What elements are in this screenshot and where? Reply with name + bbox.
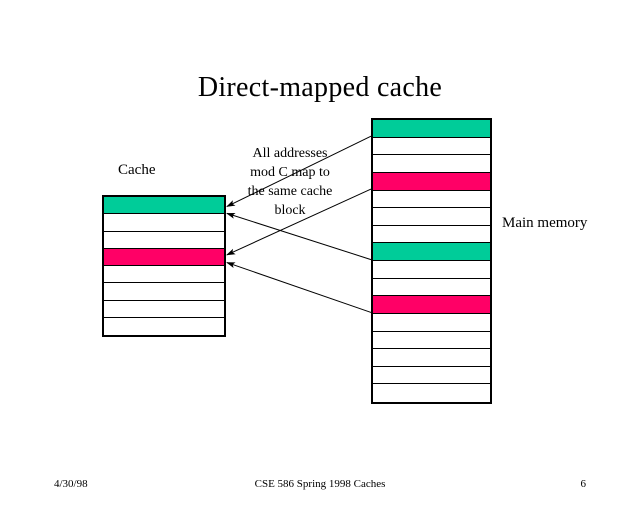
memory-block bbox=[373, 225, 490, 244]
memory-block bbox=[373, 278, 490, 297]
mapping-annotation-text: All addresses mod C map to the same cache b… bbox=[236, 144, 344, 220]
footer-date: 4/30/98 bbox=[54, 478, 88, 490]
memory-block bbox=[373, 208, 490, 226]
memory-block bbox=[373, 190, 490, 209]
memory-block bbox=[373, 243, 490, 261]
memory-block bbox=[373, 120, 490, 138]
annotation-line: All addresses bbox=[252, 146, 328, 161]
memory-block bbox=[104, 300, 224, 318]
memory-block bbox=[104, 231, 224, 249]
memory-block bbox=[373, 313, 490, 332]
cache-label: Cache bbox=[118, 162, 156, 178]
slide-footer: 4/30/98 CSE 586 Spring 1998 Caches 6 bbox=[0, 478, 640, 498]
cache-block-column bbox=[102, 195, 226, 337]
mapping-arrow bbox=[226, 212, 372, 261]
footer-course-title: CSE 586 Spring 1998 Caches bbox=[254, 478, 386, 490]
main-memory-label: Main memory bbox=[502, 215, 588, 231]
mapping-arrow bbox=[226, 262, 372, 313]
memory-block bbox=[373, 366, 490, 385]
footer-page-number: 6 bbox=[580, 478, 587, 490]
memory-block bbox=[373, 349, 490, 367]
memory-block bbox=[373, 296, 490, 314]
memory-block bbox=[104, 283, 224, 301]
annotation-line: block bbox=[274, 203, 306, 218]
main-memory-block-column bbox=[371, 118, 492, 404]
annotation-line: mod C map to bbox=[250, 165, 330, 180]
memory-block bbox=[373, 155, 490, 173]
memory-block bbox=[104, 197, 224, 215]
memory-block bbox=[104, 266, 224, 284]
memory-block bbox=[104, 317, 224, 335]
memory-block bbox=[373, 172, 490, 191]
memory-block bbox=[373, 137, 490, 156]
memory-block bbox=[373, 384, 490, 402]
memory-block bbox=[373, 261, 490, 279]
memory-block bbox=[104, 214, 224, 232]
memory-block bbox=[104, 248, 224, 266]
annotation-line: the same cache bbox=[247, 184, 333, 199]
page-title: Direct-mapped cache bbox=[197, 72, 443, 103]
memory-block bbox=[373, 331, 490, 350]
